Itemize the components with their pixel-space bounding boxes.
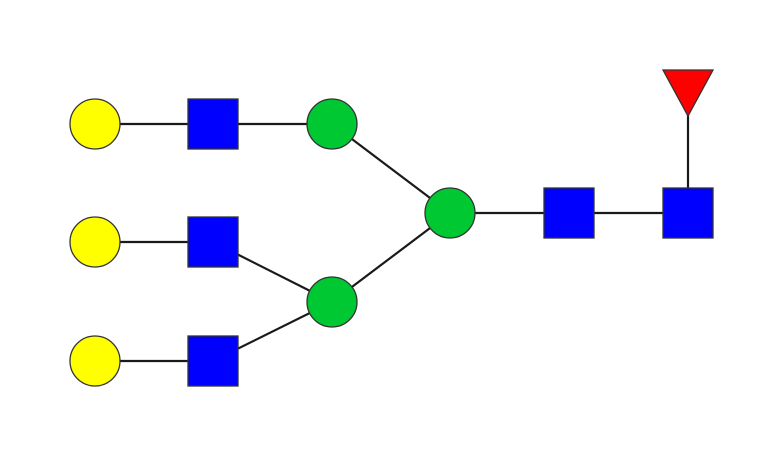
blue-square-glcnac-core-1 bbox=[544, 188, 594, 238]
monosaccharide-residues bbox=[70, 70, 713, 386]
linkage-bonds bbox=[95, 88, 688, 361]
green-circle-man-upper bbox=[307, 99, 357, 149]
blue-square-glcnac-2 bbox=[188, 217, 238, 267]
blue-square-glcnac-1 bbox=[188, 99, 238, 149]
blue-square-glcnac-3 bbox=[188, 336, 238, 386]
yellow-circle-gal-1 bbox=[70, 99, 120, 149]
red-triangle-fuc-1 bbox=[663, 70, 713, 116]
green-circle-man-lower bbox=[307, 277, 357, 327]
yellow-circle-gal-2 bbox=[70, 217, 120, 267]
blue-square-glcnac-core-2 bbox=[663, 188, 713, 238]
yellow-circle-gal-3 bbox=[70, 336, 120, 386]
green-circle-man-core bbox=[425, 188, 475, 238]
